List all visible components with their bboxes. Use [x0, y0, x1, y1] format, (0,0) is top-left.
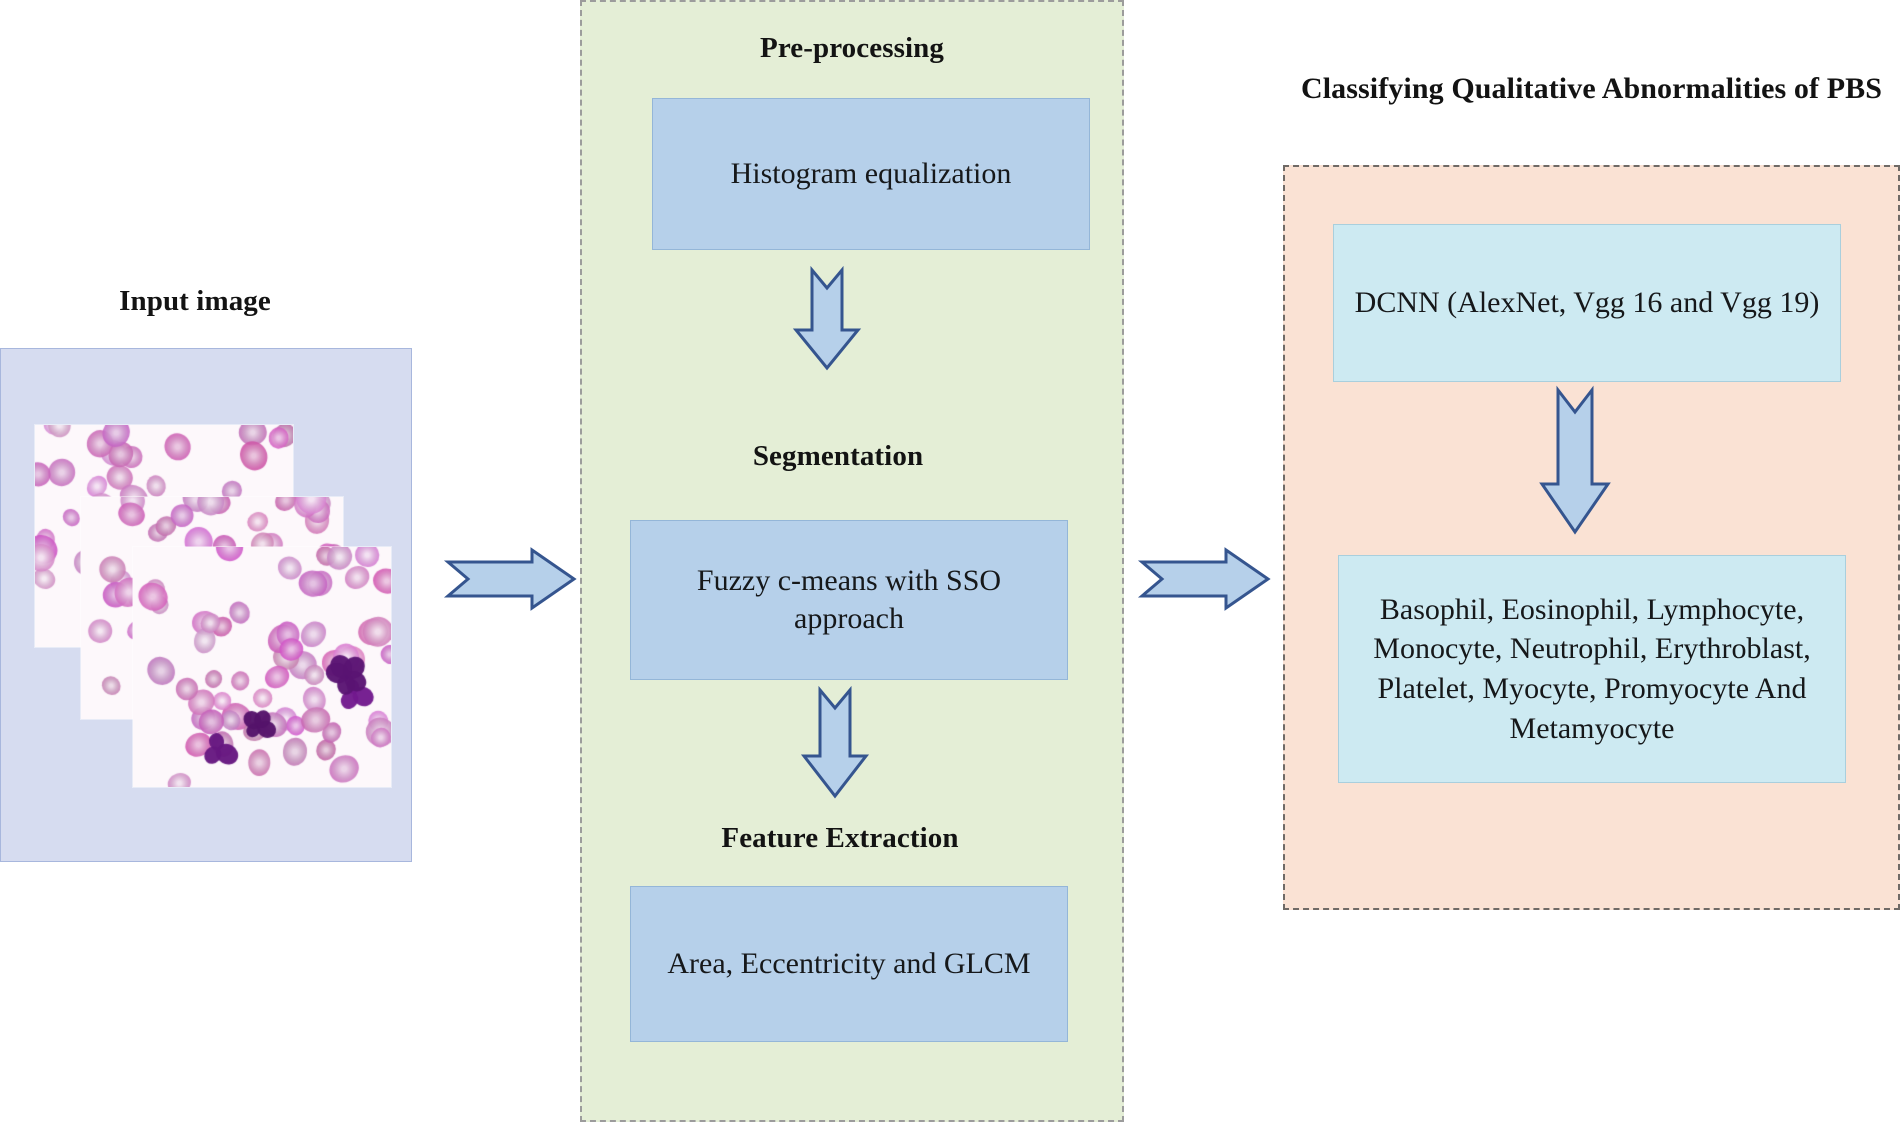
fuzzy-cmeans-sso-box: Fuzzy c-means with SSO approach [630, 520, 1068, 680]
feature-list-box: Area, Eccentricity and GLCM [630, 886, 1068, 1042]
segmentation-heading: Segmentation [752, 440, 924, 472]
arrow-down-icon [792, 265, 862, 371]
arrow-down-icon [800, 685, 870, 799]
histogram-equalization-box: Histogram equalization [652, 98, 1090, 250]
arrow-down-icon [1539, 385, 1611, 535]
arrow-right-icon [1137, 547, 1271, 611]
input-image-panel [0, 348, 412, 862]
preprocessing-heading: Pre-processing [760, 32, 944, 64]
cell-classes-box: Basophil, Eosinophil, Lymphocyte, Monocy… [1338, 555, 1846, 783]
arrow-right-icon [443, 547, 577, 611]
classification-title: Classifying Qualitative Abnormalities of… [1300, 72, 1883, 105]
feature-extraction-heading: Feature Extraction [721, 822, 959, 854]
dcnn-models-box: DCNN (AlexNet, Vgg 16 and Vgg 19) [1333, 224, 1841, 382]
input-image-title: Input image [119, 285, 271, 317]
blood-smear-image [133, 547, 391, 787]
